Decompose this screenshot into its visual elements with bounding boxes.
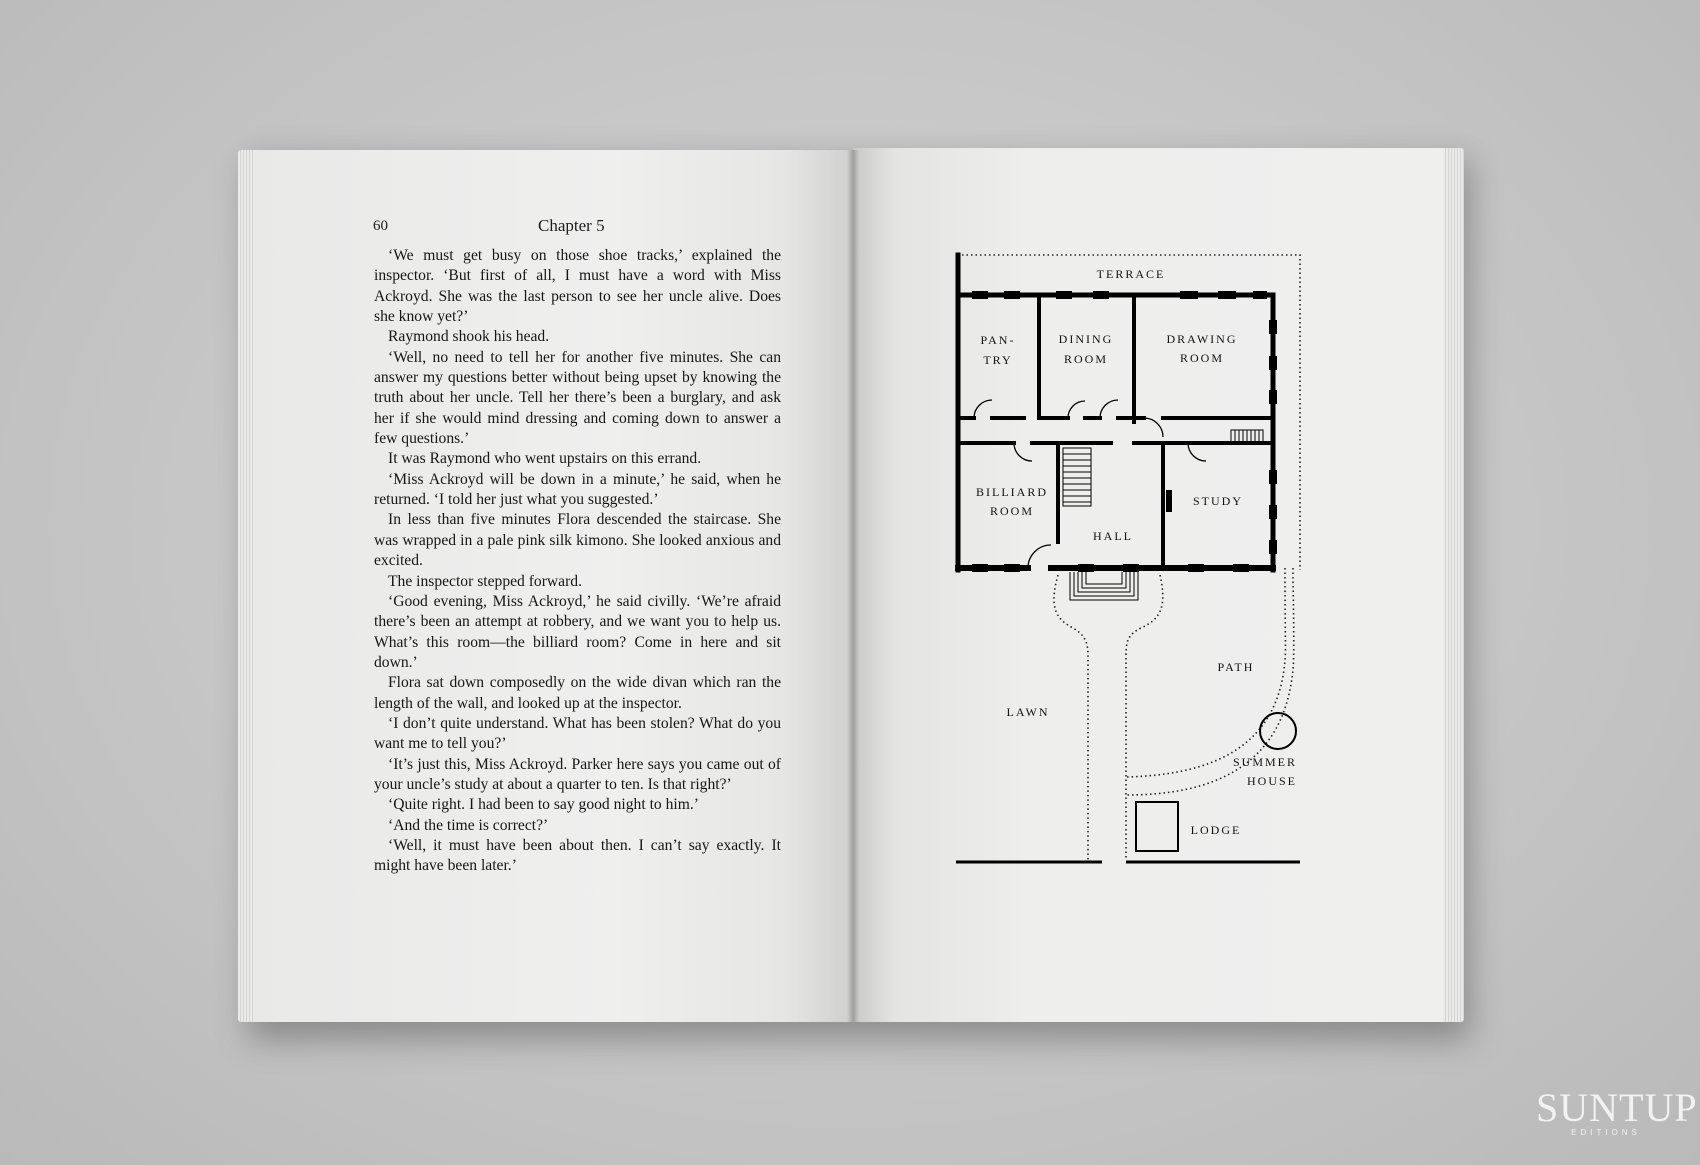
publisher-watermark: SUNTUP EDITIONS [1536, 1085, 1698, 1138]
label-pantry: TRY [983, 353, 1012, 367]
staircase [1062, 429, 1264, 507]
label-summer-house: HOUSE [1247, 774, 1297, 788]
label-drawing-room: DRAWING [1166, 332, 1237, 346]
doors [973, 399, 1207, 569]
summer-house-marker [1259, 712, 1297, 750]
label-dining-room: DINING [1059, 332, 1114, 346]
label-terrace: TERRACE [1097, 267, 1166, 281]
paragraph: ‘Well, no need to tell her for another f… [374, 348, 781, 448]
paragraph: ‘Good evening, Miss Ackroyd,’ he said ci… [374, 592, 781, 671]
label-dining-room: ROOM [1064, 352, 1108, 366]
lodge-marker [1135, 801, 1179, 852]
label-drawing-room: ROOM [1180, 351, 1224, 365]
paragraph: ‘Miss Ackroyd will be down in a minute,’… [374, 470, 781, 509]
terrace-outline [962, 254, 1301, 570]
windows [972, 291, 1277, 572]
paragraph: ‘We must get busy on those shoe tracks,’… [374, 247, 781, 326]
paragraph: ‘I don’t quite understand. What has been… [374, 714, 781, 753]
paragraph: ‘Well, it must have been about then. I c… [374, 836, 781, 875]
label-billiard-room: BILLIARD [976, 485, 1048, 499]
paragraph: ‘It’s just this, Miss Ackroyd. Parker he… [374, 755, 781, 793]
porch-steps [1069, 572, 1139, 601]
label-lawn: LAWN [1006, 705, 1049, 719]
label-billiard-room: ROOM [990, 504, 1034, 518]
paragraph: Flora sat down composedly on the wide di… [374, 674, 781, 712]
label-pantry: PAN- [981, 333, 1016, 347]
paragraph: It was Raymond who went upstairs on this… [388, 450, 702, 468]
driveway [1053, 568, 1295, 860]
paragraph: Raymond shook his head. [388, 328, 550, 346]
paragraph: In less than five minutes Flora descende… [374, 511, 781, 570]
paragraph: ‘And the time is correct?’ [388, 816, 549, 834]
watermark-sub: EDITIONS [1571, 1128, 1641, 1137]
paragraph: The inspector stepped forward. [388, 572, 582, 590]
running-head: Chapter 5 [538, 216, 605, 235]
label-path: PATH [1218, 660, 1255, 674]
watermark-name: SUNTUP [1536, 1085, 1698, 1130]
floor-plan: TERRACE PAN- TRY DINING ROOM DRAWING ROO… [955, 252, 1301, 864]
label-study: STUDY [1193, 494, 1243, 508]
left-page [254, 150, 854, 1022]
page-number: 60 [373, 218, 388, 234]
house-walls [955, 252, 1276, 573]
label-lodge: LODGE [1191, 823, 1242, 837]
label-hall: HALL [1093, 529, 1133, 543]
book-gutter [847, 150, 859, 1022]
paragraph: ‘Quite right. I had been to say good nig… [388, 796, 699, 814]
label-summer-house: SUMMER [1233, 755, 1297, 769]
body-text: ‘We must get busy on those shoe tracks,’… [374, 246, 781, 877]
